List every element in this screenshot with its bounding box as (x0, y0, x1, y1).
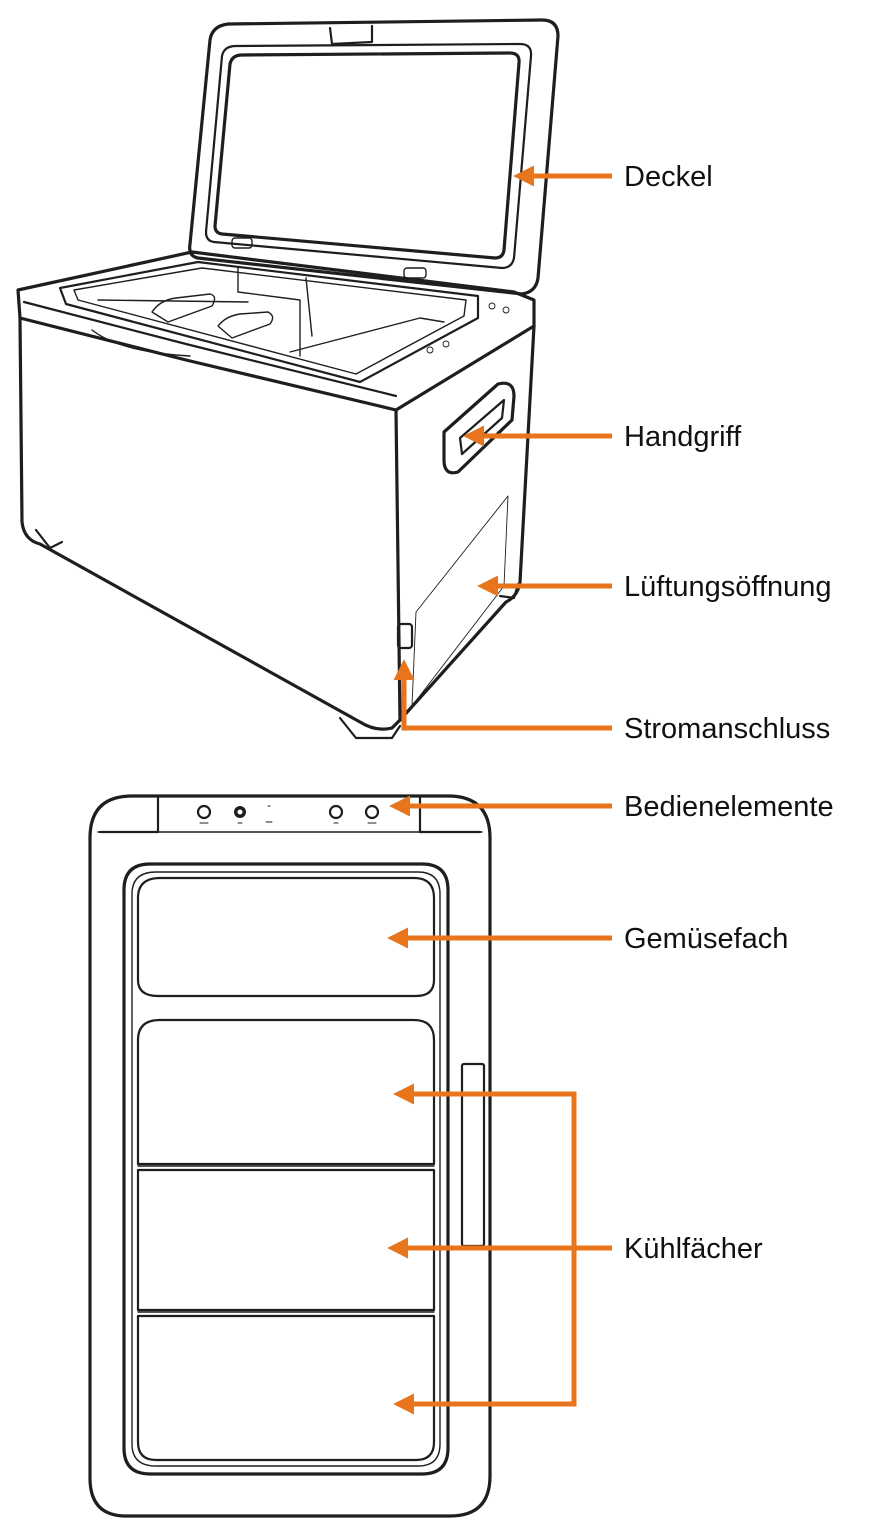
label-handle: Handgriff (624, 421, 742, 453)
lid-drawing (188, 18, 560, 296)
label-vent: Lüftungsöffnung (624, 571, 832, 603)
label-power: Stromanschluss (624, 713, 830, 745)
label-cooling: Kühlfächer (624, 1233, 763, 1265)
cool-box-perspective-view (16, 18, 560, 740)
callout-labels: Deckel Handgriff Lüftungsöffnung Stroman… (624, 161, 834, 1265)
label-lid: Deckel (624, 161, 713, 193)
label-vegetable: Gemüsefach (624, 923, 788, 955)
cool-box-top-view (88, 794, 492, 1518)
arrow-cooling-bottom (393, 1248, 577, 1415)
callout-arrows (387, 165, 612, 1415)
arrow-power (393, 659, 612, 731)
label-controls: Bedienelemente (624, 791, 834, 823)
box-body-drawing (16, 250, 536, 740)
arrow-cooling-top (393, 1083, 577, 1248)
control-panel-icons (196, 804, 380, 824)
